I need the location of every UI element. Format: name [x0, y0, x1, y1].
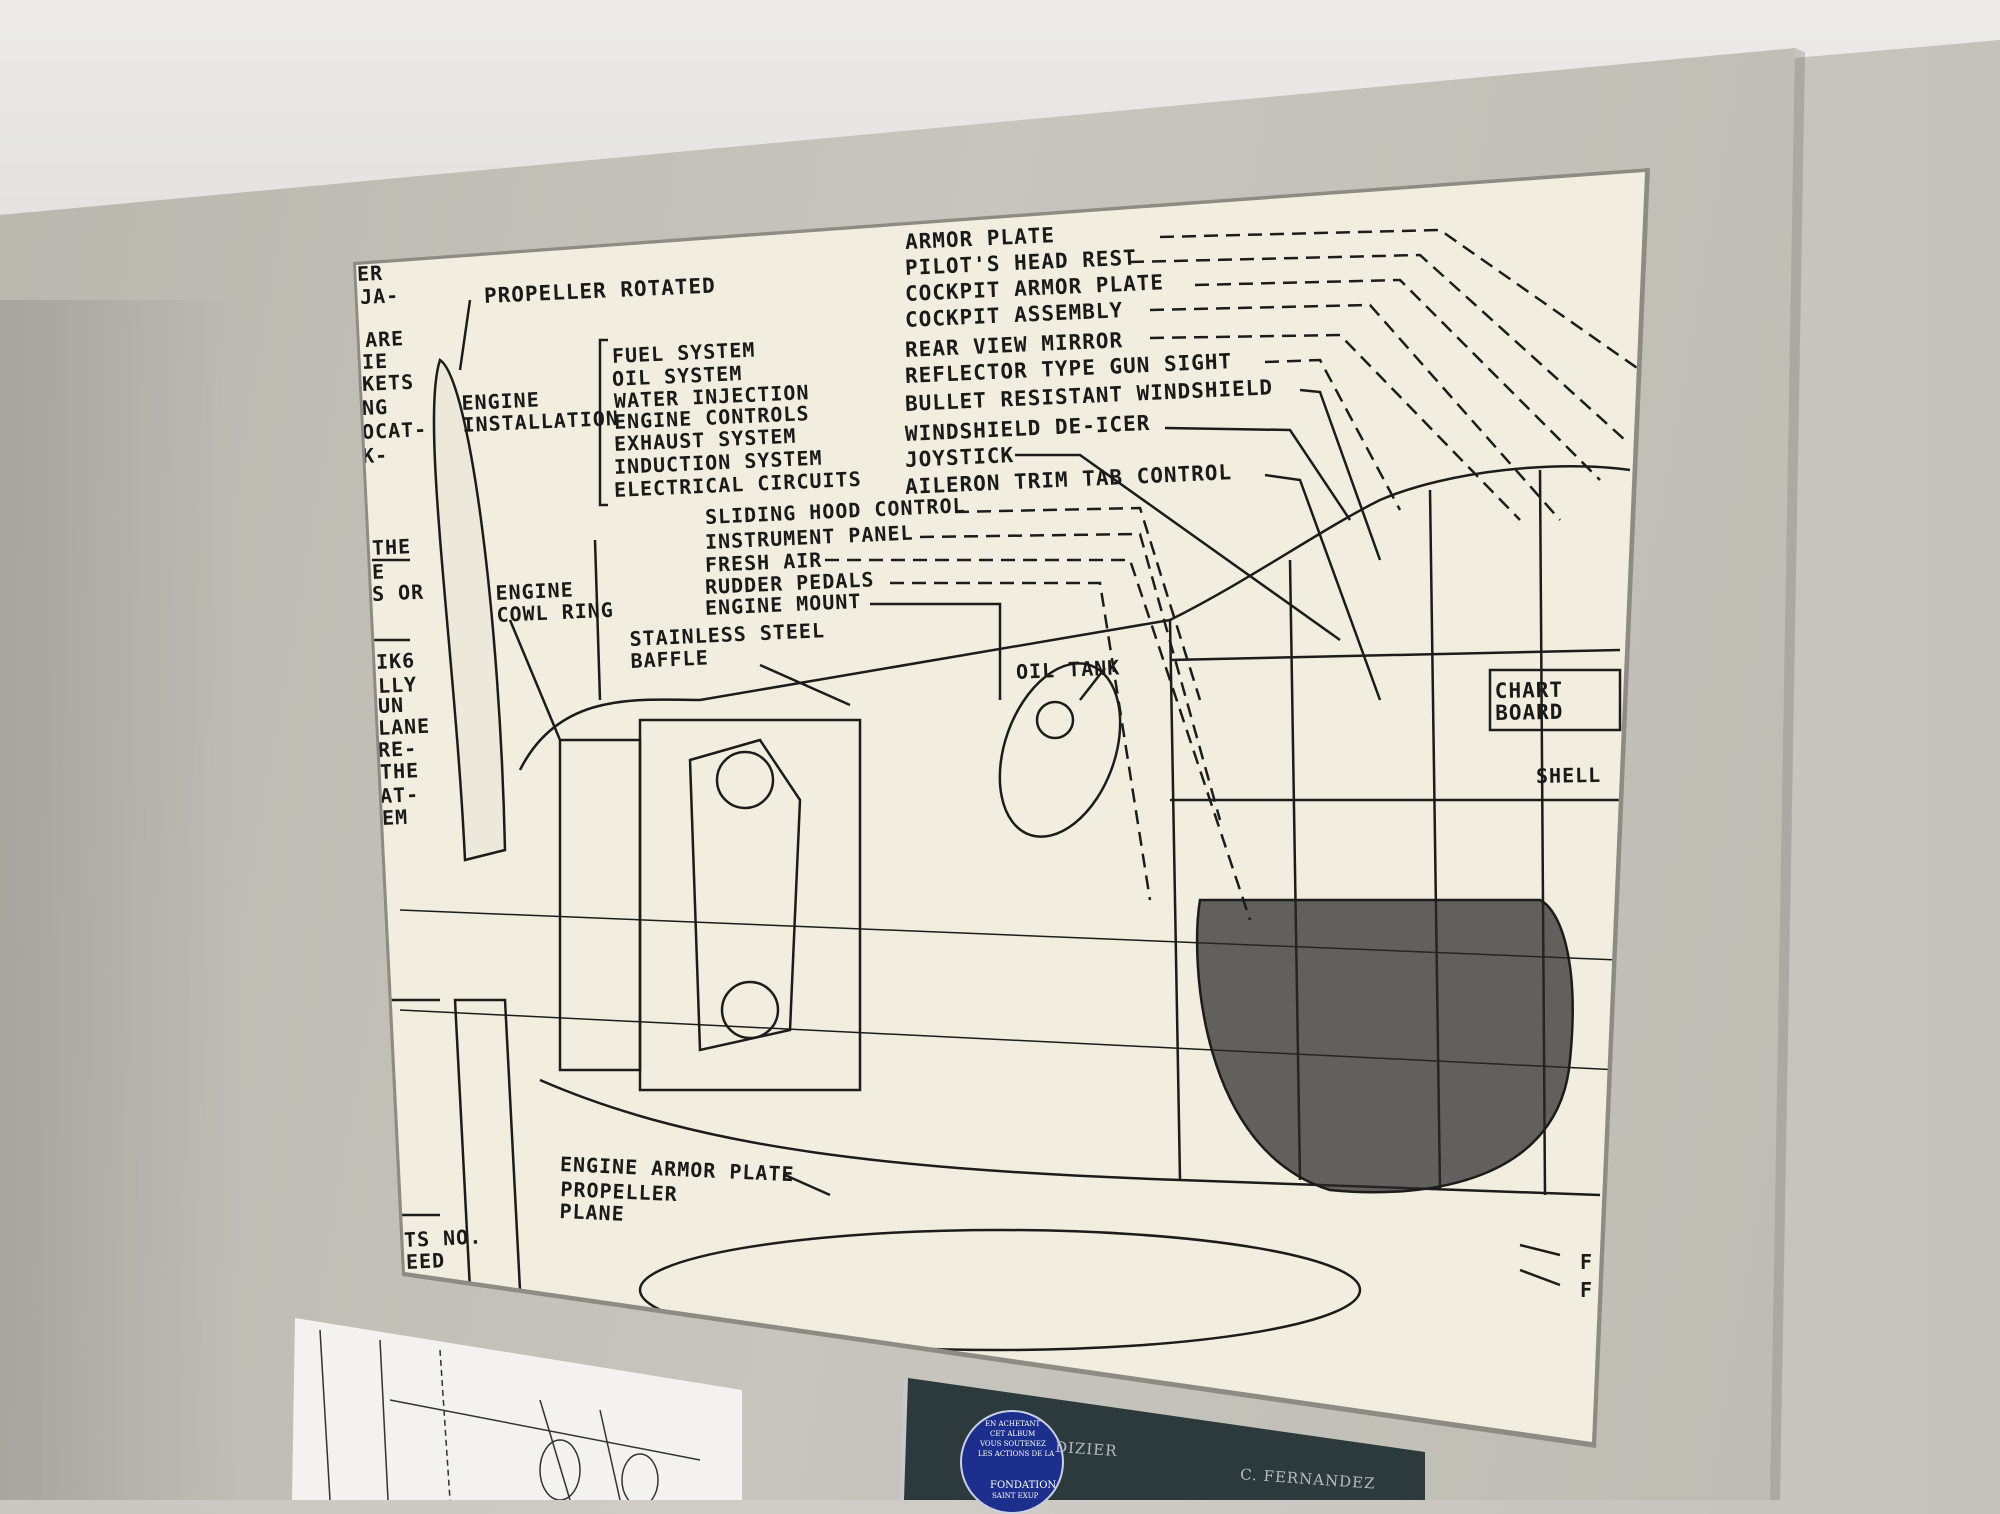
label-engine-cowl-ring: ENGINE COWL RING: [494, 577, 615, 627]
cut-fragment: THE: [379, 758, 420, 784]
cut-fragment: E: [371, 559, 386, 584]
cut-fragment: JA-: [359, 283, 400, 309]
label-joystick: JOYSTICK: [904, 443, 1015, 472]
cut-fragment: EED: [405, 1248, 446, 1274]
logo-text: FONDATION: [990, 1480, 1057, 1491]
cut-fragment: F: [1580, 1278, 1594, 1302]
label-engine-installation: ENGINE INSTALLATION: [460, 387, 620, 437]
wing-outline: [638, 1228, 1362, 1352]
cut-fragment: NG: [361, 394, 389, 420]
logo-text: LES ACTIONS DE LA: [978, 1450, 1055, 1458]
chart-board-box: [1488, 668, 1622, 732]
logo-text: CET ALBUM: [990, 1430, 1036, 1438]
cut-fragment: EM: [381, 804, 409, 830]
label-oil-tank: OIL TANK: [1015, 655, 1121, 684]
label-stainless-steel-baffle: STAINLESS STEEL BAFFLE: [628, 618, 826, 673]
wall-shadow: [0, 300, 240, 1500]
fuselage-bottom: [539, 1078, 1601, 1197]
fuel-tank-shaded: [1195, 898, 1574, 1194]
label-chart-board: CHART BOARD: [1494, 677, 1564, 725]
cut-fragment: IK6: [375, 648, 416, 674]
engine-block: [638, 718, 862, 1092]
oil-tank-shape: [998, 662, 1122, 838]
label-shell: SHELL: [1535, 762, 1602, 788]
label-propeller-plane: PROPELLER PLANE: [558, 1177, 679, 1226]
logo-text: EN ACHETANT: [985, 1420, 1041, 1428]
cut-fragment: S OR: [371, 579, 425, 606]
logo-text: VOUS SOUTENEZ: [980, 1440, 1046, 1448]
logo-text: SAINT EXUP: [992, 1492, 1039, 1500]
cut-fragment: KETS: [361, 369, 415, 396]
cut-fragment: F: [1580, 1250, 1594, 1274]
cut-fragment: AT-: [379, 782, 420, 808]
fuselage-top: [518, 465, 1631, 771]
cut-fragment: OCAT-: [361, 417, 428, 444]
cut-fragment: THE: [371, 534, 412, 560]
propeller-blade: [432, 358, 507, 862]
